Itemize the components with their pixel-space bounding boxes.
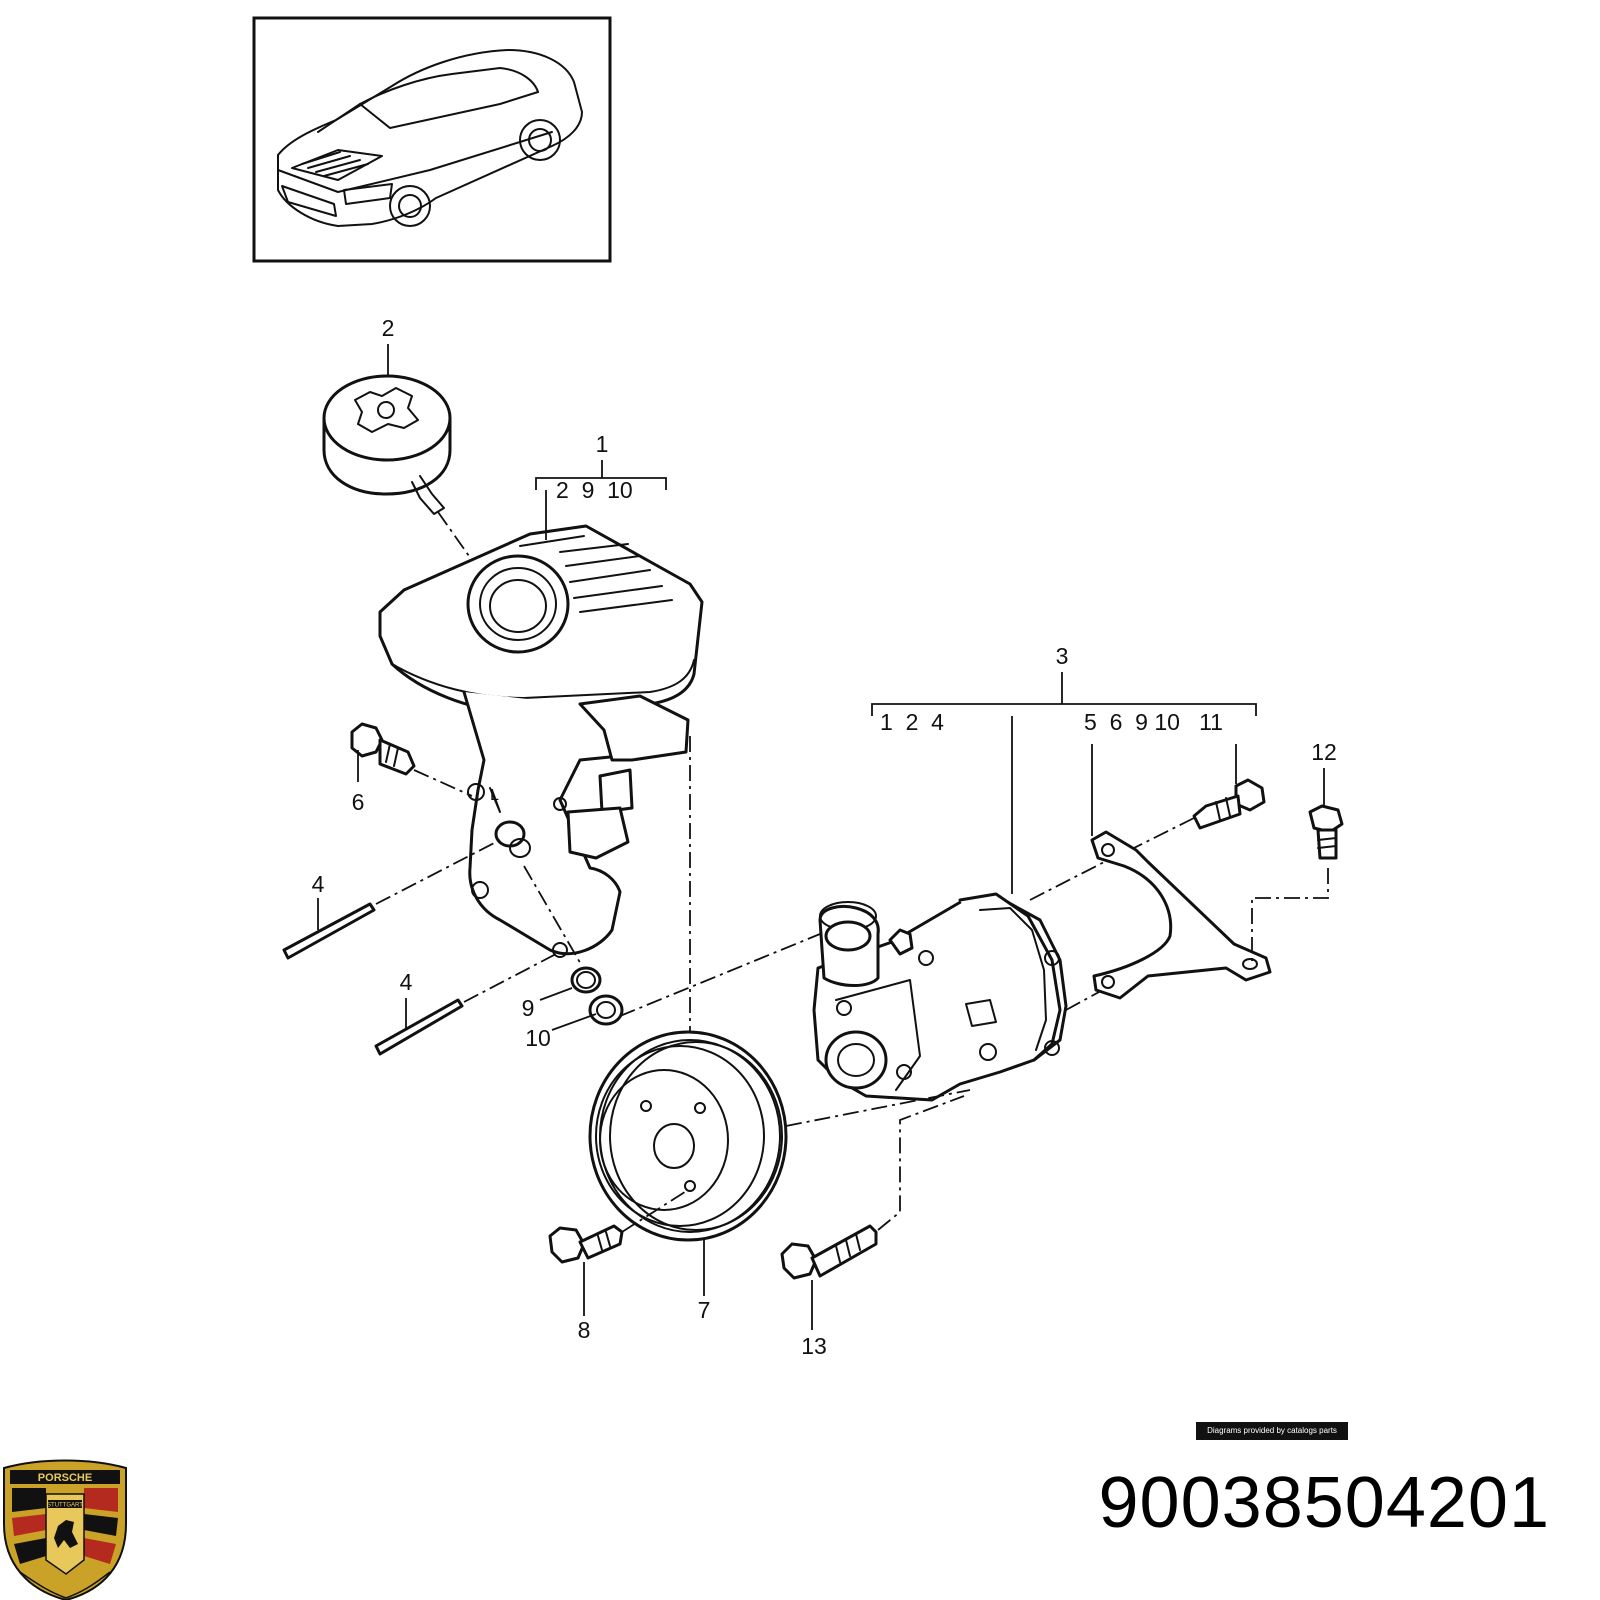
svg-text:L: L bbox=[490, 787, 499, 804]
callout-8: 8 bbox=[578, 1317, 591, 1343]
porsche-crest-logo: PORSCHE STUTTGART bbox=[3, 1459, 127, 1600]
callout-4-lower: 4 bbox=[400, 969, 413, 995]
callout-9: 9 bbox=[522, 995, 535, 1021]
callout-7: 7 bbox=[698, 1297, 711, 1323]
part-4-pin-upper bbox=[282, 839, 501, 960]
callout-13: 13 bbox=[801, 1333, 827, 1359]
part-9-oring bbox=[523, 865, 602, 994]
part-2-cap bbox=[322, 374, 501, 601]
callout-12: 12 bbox=[1311, 739, 1337, 765]
callout-3-subparts-right: 5 6 9 10 11 bbox=[1084, 709, 1223, 735]
part-5-bracket bbox=[1090, 830, 1272, 1000]
callout-leaders bbox=[317, 344, 1325, 1330]
part-number: 90038504201 bbox=[1098, 1463, 1550, 1543]
part-7-pulley bbox=[588, 1030, 971, 1242]
part-11-bolt bbox=[1109, 778, 1266, 861]
part-1-reservoir: L bbox=[378, 524, 704, 958]
callout-1-subparts: 2 9 10 bbox=[556, 477, 633, 503]
part-10-seal bbox=[588, 994, 624, 1026]
part-4-pin-lower bbox=[374, 953, 557, 1056]
callout-3-subparts-left: 1 2 4 bbox=[880, 709, 944, 735]
svg-text:STUTTGART: STUTTGART bbox=[47, 1503, 83, 1509]
callout-4-upper: 4 bbox=[312, 871, 325, 897]
part-12-screw bbox=[1251, 804, 1344, 962]
part-8-bolt bbox=[548, 1189, 689, 1264]
car-illustration bbox=[277, 49, 583, 227]
callout-3: 3 bbox=[1056, 643, 1069, 669]
callout-10: 10 bbox=[525, 1025, 551, 1051]
part-3-pump bbox=[812, 857, 1113, 1102]
svg-text:PORSCHE: PORSCHE bbox=[38, 1472, 92, 1484]
part-6-bolt bbox=[350, 722, 473, 797]
vehicle-thumbnail bbox=[252, 16, 612, 263]
callout-2: 2 bbox=[382, 315, 395, 341]
callout-6: 6 bbox=[352, 789, 365, 815]
callout-1: 1 bbox=[596, 431, 609, 457]
callout-labels: 2 1 2 9 10 3 1 2 4 5 6 9 10 11 12 6 4 4 … bbox=[312, 315, 1337, 1359]
part-13-bolt bbox=[780, 1095, 965, 1280]
diagram-credit: Diagrams provided by catalogs parts bbox=[1196, 1422, 1348, 1440]
